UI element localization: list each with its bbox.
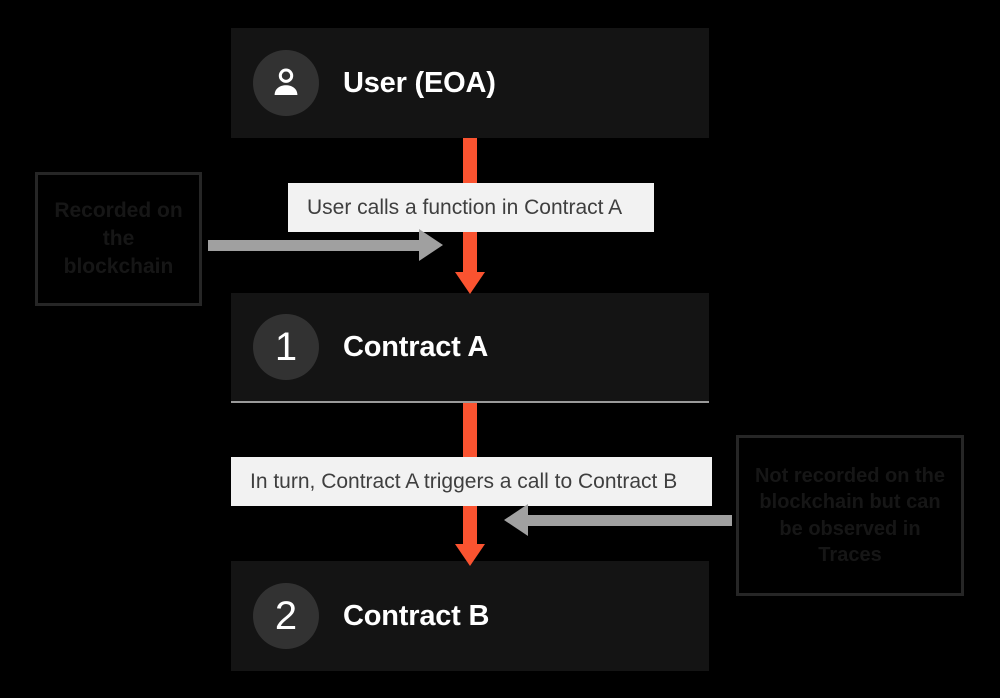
node-label-user-eoa: User (EOA): [343, 66, 496, 99]
flow-arrow-user-to-caption1: [463, 138, 477, 184]
step-number-2: 2: [274, 594, 298, 638]
flow-arrow-contract-a-to-caption2: [463, 403, 477, 458]
caption-user-calls-function: User calls a function in Contract A: [288, 183, 654, 232]
flow-arrowhead-to-contract-a: [455, 272, 485, 294]
flow-arrowhead-to-contract-b: [455, 544, 485, 566]
step-number-1: 1: [274, 325, 298, 369]
node-label-contract-b: Contract B: [343, 599, 490, 632]
annotation-arrowhead-left: [504, 504, 528, 536]
node-contract-b[interactable]: 2 Contract B: [231, 561, 709, 671]
flow-arrow-caption1-to-contract-a: [463, 231, 477, 277]
person-icon: [274, 68, 298, 96]
node-contract-a[interactable]: 1 Contract A: [231, 293, 709, 403]
annotation-arrow-shaft-left: [208, 240, 420, 251]
node-user-eoa[interactable]: User (EOA): [231, 28, 709, 138]
annotation-arrowhead-right: [419, 229, 443, 261]
flow-arrow-caption2-to-contract-b: [463, 505, 477, 549]
person-avatar-badge: [253, 50, 319, 116]
step-number-badge-2: 2: [253, 583, 319, 649]
step-number-badge-1: 1: [253, 314, 319, 380]
caption-contract-a-triggers-b: In turn, Contract A triggers a call to C…: [231, 457, 712, 506]
callout-recorded-on-blockchain: Recorded on the blockchain: [35, 172, 202, 306]
annotation-arrow-shaft-right: [528, 515, 732, 526]
callout-not-recorded-traces: Not recorded on the blockchain but can b…: [736, 435, 964, 596]
node-label-contract-a: Contract A: [343, 330, 489, 363]
